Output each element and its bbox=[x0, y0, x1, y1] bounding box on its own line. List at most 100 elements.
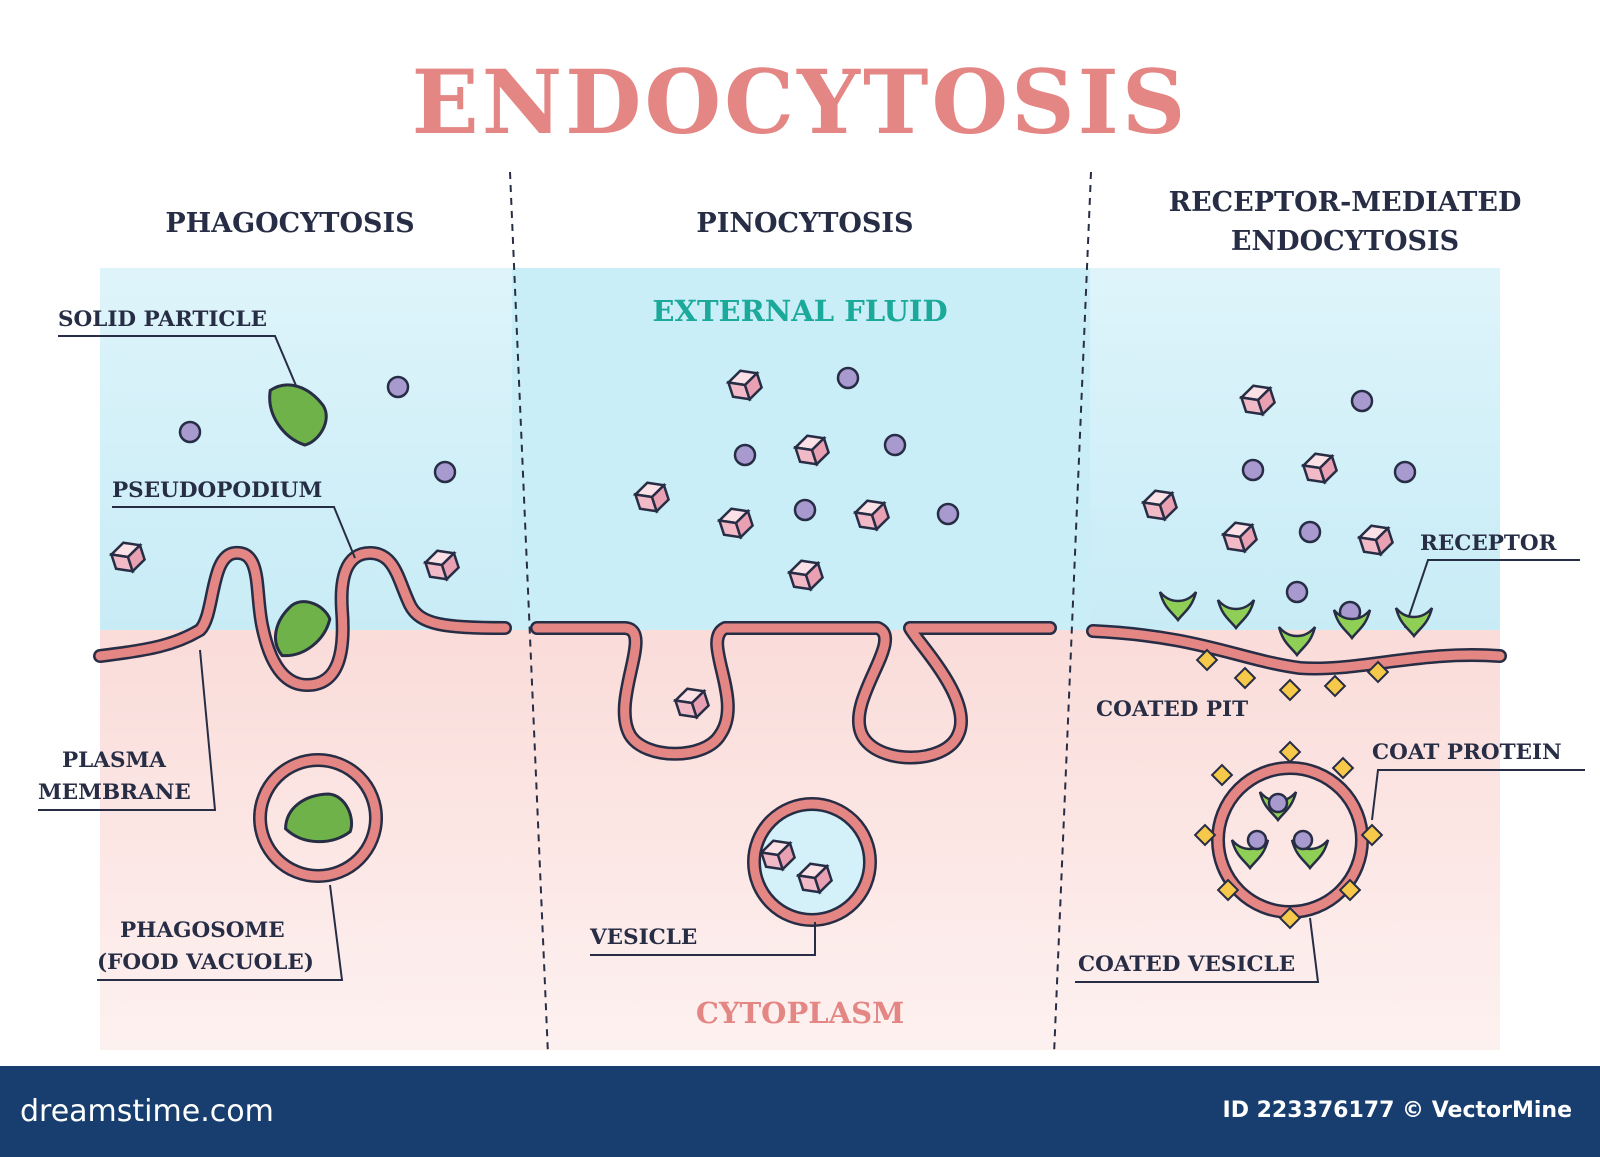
label-external-fluid: EXTERNAL FLUID bbox=[652, 294, 948, 328]
label-plasma: PLASMA bbox=[62, 748, 166, 773]
phago-sphere-2 bbox=[433, 460, 457, 484]
rme-cube-0-right bbox=[1256, 385, 1277, 417]
membranes bbox=[93, 546, 1507, 927]
rme-cube-1 bbox=[1300, 452, 1339, 485]
pit-coat-protein-2 bbox=[1278, 678, 1302, 702]
leader-receptor bbox=[1404, 559, 1580, 629]
leader-lines bbox=[38, 335, 1585, 983]
phago-sphere-1 bbox=[178, 420, 202, 444]
footer-bar: dreamstime.com ID 223376177 © VectorMine bbox=[0, 1066, 1600, 1157]
header-pinocytosis: PINOCYTOSIS bbox=[696, 208, 914, 239]
vesicle-receptor-1 bbox=[1230, 839, 1270, 871]
endocytosis-illustration bbox=[38, 171, 1585, 1056]
phagosome-membrane bbox=[255, 755, 381, 881]
vesicle-receptor-2 bbox=[1290, 839, 1330, 871]
vesicle-sphere-1 bbox=[1246, 829, 1268, 851]
label-phagosome: PHAGOSOME bbox=[120, 918, 285, 943]
label-coated-vesicle: COATED VESICLE bbox=[1078, 952, 1296, 977]
receptor-membrane bbox=[1088, 626, 1505, 673]
phago-cube-0-right bbox=[126, 542, 147, 574]
receptor-4 bbox=[1394, 607, 1434, 639]
pino-cube-8 bbox=[795, 862, 834, 895]
footer-brand[interactable]: dreamstime.com bbox=[20, 1094, 274, 1129]
pino-sphere-2 bbox=[883, 433, 907, 457]
vesicle-coat-protein-2 bbox=[1360, 823, 1384, 847]
rme-cube-3-right bbox=[1238, 522, 1259, 554]
receptor-0 bbox=[1158, 591, 1198, 623]
divider-right bbox=[1053, 171, 1092, 1056]
vesicle-coat-protein-4 bbox=[1278, 906, 1302, 930]
pino-cube-0 bbox=[725, 369, 764, 402]
vesicle-coat-protein-1 bbox=[1331, 756, 1355, 780]
header-endocytosis: ENDOCYTOSIS bbox=[1230, 226, 1460, 257]
vesicle-coat-protein-5 bbox=[1216, 878, 1240, 902]
pino-cube-6-right bbox=[690, 688, 711, 720]
pino-sphere-1 bbox=[733, 443, 757, 467]
header-receptor-mediated: RECEPTOR-MEDIATED bbox=[1168, 187, 1522, 218]
leader-plasma-membrane bbox=[38, 649, 217, 811]
diagram-title: ENDOCYTOSIS bbox=[411, 50, 1189, 154]
leader-pseudopodium bbox=[112, 506, 356, 559]
footer-credit: ID 223376177 © VectorMine bbox=[1222, 1098, 1572, 1123]
pino-cube-4-right bbox=[870, 500, 891, 532]
pino-sphere-4 bbox=[936, 502, 960, 526]
divider-left bbox=[509, 171, 549, 1056]
phago-cube-1-right bbox=[440, 550, 461, 582]
vesicle-coat-protein-3 bbox=[1338, 878, 1362, 902]
phago-cube-1 bbox=[422, 549, 461, 582]
rme-cube-2 bbox=[1140, 489, 1179, 522]
leader-phagosome bbox=[97, 884, 344, 981]
vesicle-coat-protein-7 bbox=[1210, 763, 1234, 787]
vesicle-sphere-0 bbox=[1267, 792, 1289, 814]
receptor-1 bbox=[1216, 599, 1256, 631]
rme-sphere-2 bbox=[1393, 460, 1417, 484]
pino-cube-7 bbox=[758, 839, 797, 872]
molecules bbox=[108, 366, 1434, 930]
label-membrane: MEMBRANE bbox=[38, 780, 191, 805]
rme-cube-1-right bbox=[1318, 453, 1339, 485]
pit-coat-protein-3 bbox=[1323, 674, 1347, 698]
rme-sphere-0 bbox=[1350, 389, 1374, 413]
label-receptor: RECEPTOR bbox=[1420, 531, 1557, 556]
receptor-3 bbox=[1332, 609, 1372, 641]
rme-sphere-3 bbox=[1298, 520, 1322, 544]
pino-cube-7-right bbox=[776, 840, 797, 872]
pino-cube-3 bbox=[716, 507, 755, 540]
phago-sphere-0 bbox=[386, 375, 410, 399]
vesicle-coat-protein-6 bbox=[1193, 823, 1217, 847]
pino-cube-5 bbox=[786, 559, 825, 592]
phago-membrane bbox=[95, 548, 510, 690]
rme-sphere-4 bbox=[1285, 580, 1309, 604]
pino-cube-4 bbox=[852, 499, 891, 532]
label-coated-pit: COATED PIT bbox=[1096, 697, 1249, 722]
leader-solid-particle bbox=[58, 335, 301, 396]
rme-cube-4 bbox=[1356, 524, 1395, 557]
label-coat-protein: COAT PROTEIN bbox=[1372, 740, 1562, 765]
label-solid-particle: SOLID PARTICLE bbox=[58, 307, 268, 332]
vesicle-coat-protein-0 bbox=[1278, 740, 1302, 764]
phago-cube-0 bbox=[108, 541, 147, 574]
pino-cube-5-right bbox=[804, 560, 825, 592]
rme-cube-4-right bbox=[1374, 525, 1395, 557]
rme-cube-2-right bbox=[1158, 490, 1179, 522]
pino-membrane bbox=[532, 623, 1055, 762]
pino-cube-8-right bbox=[813, 863, 834, 895]
receptor-2 bbox=[1277, 626, 1317, 658]
label-vesicle: VESICLE bbox=[590, 925, 698, 950]
pit-coat-protein-1 bbox=[1233, 666, 1257, 690]
leader-coated-vesicle bbox=[1075, 917, 1320, 983]
pino-cube-1 bbox=[792, 434, 831, 467]
label-cytoplasm: CYTOPLASM bbox=[695, 996, 905, 1030]
pino-sphere-0 bbox=[836, 366, 860, 390]
rme-sphere-1 bbox=[1241, 458, 1265, 482]
header-phagocytosis: PHAGOCYTOSIS bbox=[165, 208, 415, 239]
label-pseudopodium: PSEUDOPODIUM bbox=[112, 478, 323, 503]
label-food-vacuole: (FOOD VACUOLE) bbox=[97, 950, 314, 975]
pino-cube-2 bbox=[632, 481, 671, 514]
pino-vesicle-membrane bbox=[749, 799, 875, 925]
pino-sphere-3 bbox=[793, 498, 817, 522]
pit-coat-protein-4 bbox=[1366, 660, 1390, 684]
pino-cube-2-right bbox=[650, 482, 671, 514]
engulfed-particle bbox=[274, 600, 332, 658]
